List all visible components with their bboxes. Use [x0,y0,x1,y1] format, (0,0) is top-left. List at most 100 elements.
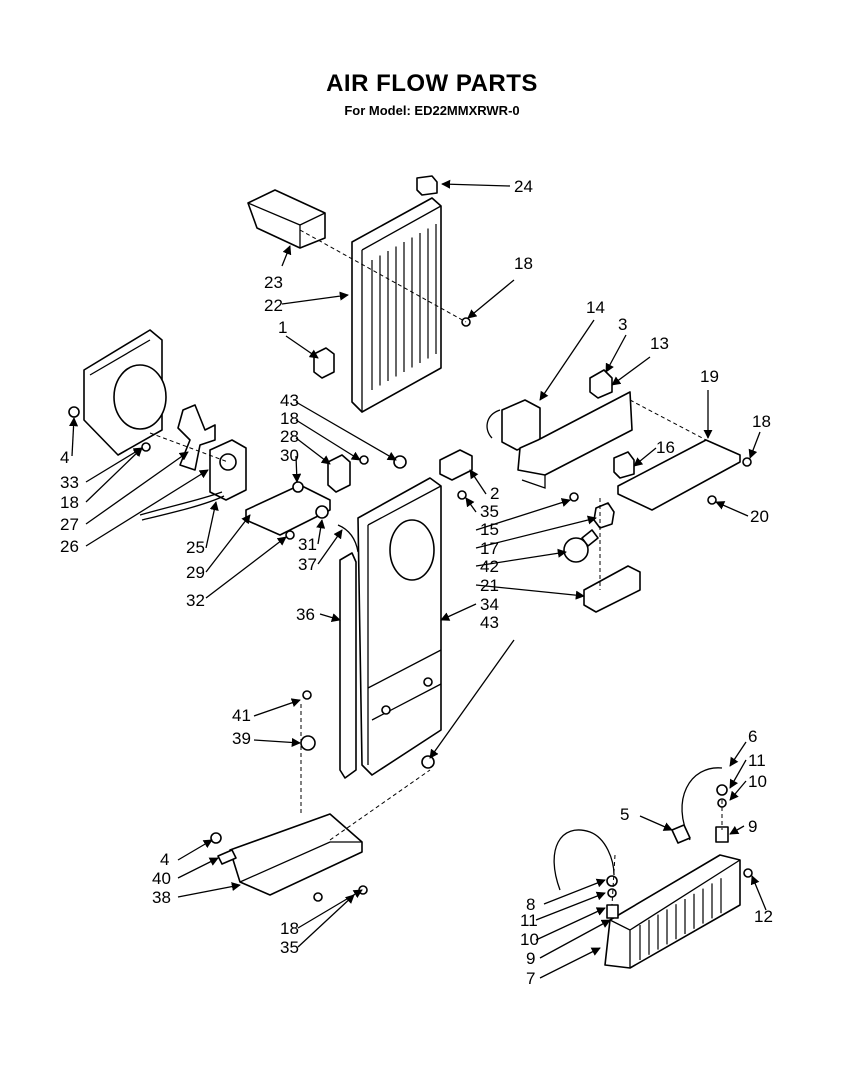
leader-line [475,515,597,549]
part-34-rear-panel [357,477,442,776]
part-7-drain-heater [604,854,741,969]
part-11-nut-right [716,784,728,796]
leader-line [316,519,326,545]
leader-line [292,455,302,483]
label-3: 3 [618,315,627,334]
label-23: 23 [264,273,283,292]
part-19-cover-plate [617,439,741,511]
label-41: 41 [232,706,251,725]
part-17-socket [593,502,615,529]
leader-line [605,334,627,373]
label-27: 27 [60,515,79,534]
model-subtitle: For Model: ED22MMXRWR-0 [344,103,520,118]
label-18-upper: 18 [514,254,533,273]
label-14: 14 [586,298,605,317]
leader-line [543,878,606,905]
part-41-screw [302,690,312,700]
label-42: 42 [480,557,499,576]
label-26: 26 [60,537,79,556]
label-15: 15 [480,520,499,539]
leader-line [715,501,749,517]
label-5: 5 [620,805,629,824]
leader-line [639,815,673,831]
part-23-duct [247,189,326,249]
leader-line [205,536,287,599]
part-43-nut [393,455,407,469]
label-43-upper: 43 [280,391,299,410]
part-43-nut-lower [421,755,435,769]
leader-line [748,431,761,459]
leader-line [319,613,341,623]
leader-line [317,529,343,565]
label-31: 31 [298,535,317,554]
label-28: 28 [280,427,299,446]
label-9-right: 9 [748,817,757,836]
leader-line [85,469,209,547]
leader-line [295,401,397,461]
part-22-evaporator-cover [351,197,442,413]
part-36-gasket [339,552,357,779]
label-11-right: 11 [748,751,766,770]
label-12: 12 [754,907,773,926]
leader-line [729,825,745,835]
label-18-lower: 18 [280,919,299,938]
leader-line [253,698,301,717]
leader-line [440,603,477,621]
leader-line [539,319,595,401]
label-22: 22 [264,296,283,315]
leader-line [750,875,767,911]
leader-line [205,501,219,549]
label-43-lower: 43 [480,613,499,632]
label-13: 13 [650,334,669,353]
label-9-left: 9 [526,949,535,968]
label-2: 2 [490,484,499,503]
part-9-fitting-left [606,904,619,919]
part-35-screw-lower [358,885,368,895]
part-9-fitting-right [715,826,729,843]
label-40: 40 [152,869,171,888]
part-28-bracket [327,454,351,493]
label-18-left: 18 [60,493,79,512]
part-8-tube [553,829,615,891]
part-32-screw [285,530,295,540]
label-16: 16 [656,438,675,457]
leader-line [467,279,515,319]
part-4-nut-upper [68,406,80,418]
part-15-screw [569,492,579,502]
label-19: 19 [700,367,719,386]
leader-line [205,514,251,573]
part-11-nut-left [606,875,618,887]
leader-line [465,497,477,513]
label-21: 21 [480,576,499,595]
leader-line [729,759,747,789]
leader-line [177,882,241,898]
leader-line [253,737,301,748]
part-4-nut [210,832,222,844]
leader-line [539,919,611,959]
label-11-left: 11 [520,911,538,930]
leader-line [85,447,143,483]
label-32: 32 [186,591,205,610]
label-30: 30 [280,446,299,465]
part-38-drain-trough [229,813,363,896]
label-8: 8 [526,895,535,914]
part-35-screw [457,490,467,500]
label-33: 33 [60,473,79,492]
leader-line [633,447,657,467]
leader-line [85,451,189,525]
part-39-grommet [300,735,316,751]
part-18-screw-right [742,457,752,467]
leader-line [69,417,79,457]
label-4-upper: 4 [60,448,69,467]
part-21-light-shield [583,565,641,613]
leader-line [475,548,567,567]
leader-line [429,639,515,759]
label-18-mid: 18 [280,409,299,428]
leader-line [469,469,487,495]
leader-line [475,498,571,531]
leader-line [177,857,219,879]
part-13-control-housing [517,391,633,489]
label-17: 17 [480,539,499,558]
label-37: 37 [298,555,317,574]
leader-line [441,179,511,189]
